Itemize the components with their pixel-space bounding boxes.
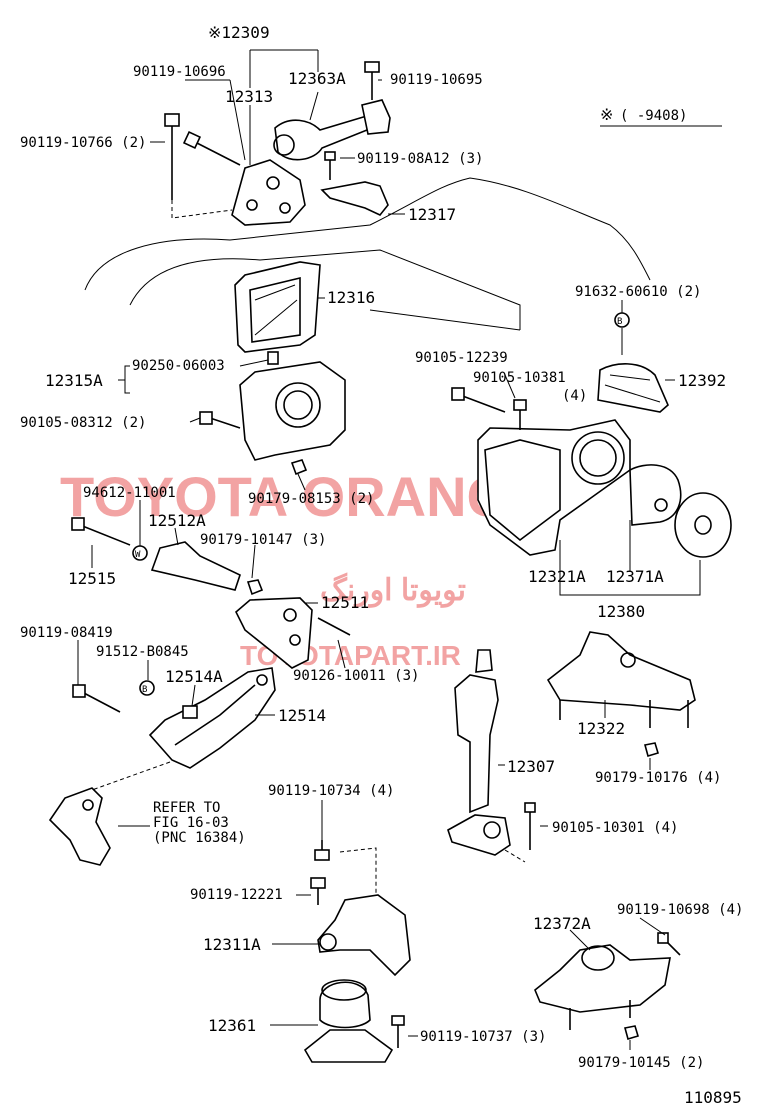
bolt-90105-08312 (209, 417, 241, 429)
label-90126-10011: 90126-10011 (3) (293, 668, 419, 684)
figure-number: 110895 (684, 1088, 742, 1107)
label-90105-10381: 90105-10381 (473, 370, 566, 386)
label-12361: 12361 (208, 1016, 256, 1035)
part-labels: ※12309 90119-10696 12363A 90119-10695 12… (20, 23, 743, 1071)
label-12514A: 12514A (165, 667, 223, 686)
label-12321A: 12321A (528, 567, 586, 586)
label-12380: 12380 (597, 602, 645, 621)
svg-text:W: W (135, 550, 141, 560)
label-12316: 12316 (327, 288, 375, 307)
nut-91512-B0845 (139, 680, 155, 696)
bracket-12512A (150, 541, 241, 591)
ref-line2: FIG 16-03 (153, 815, 229, 831)
label-12315A: 12315A (45, 371, 103, 390)
leader-lines (77, 49, 701, 1050)
bolt-90119-10696 (194, 141, 241, 166)
bracket-ref-fig-16-03 (48, 787, 111, 866)
label-12317: 12317 (408, 205, 456, 224)
label-90119-08419: 90119-08419 (20, 625, 113, 641)
mount-12361 (319, 981, 371, 1029)
label-12515: 12515 (68, 569, 116, 588)
bracket-12317 (320, 181, 389, 216)
watermark-brand: TOYOTA ORANG (60, 465, 510, 528)
label-12313: 12313 (225, 87, 273, 106)
label-90119-10766: 90119-10766 (2) (20, 135, 146, 151)
watermark-brand-farsi: تویوتا اورنگ (320, 572, 466, 608)
label-12322: 12322 (577, 719, 625, 738)
pin-90250-06003 (267, 351, 279, 365)
nut-90179-10147 (246, 579, 264, 596)
housing-12315A (239, 361, 346, 461)
nut-90179-10145 (624, 1025, 639, 1041)
note-symbol: ※ (600, 105, 613, 124)
bracket-12311A (317, 894, 411, 977)
mount-12322 (546, 631, 696, 711)
label-90119-12221: 90119-12221 (190, 887, 283, 903)
label-12392: 12392 (678, 371, 726, 390)
label-91512-B0845: 91512-B0845 (96, 644, 189, 660)
label-90179-10147: 90179-10147 (3) (200, 532, 326, 548)
label-12309: ※12309 (208, 23, 270, 42)
ref-line3: (PNC 16384) (153, 830, 246, 846)
label-90119-10737: 90119-10737 (3) (420, 1029, 546, 1045)
bolt-90105-12239 (459, 394, 506, 413)
label-90105-10381-qty: (4) (562, 388, 587, 404)
mount-12372A (534, 944, 671, 1013)
label-90179-08153: 90179-08153 (2) (248, 491, 374, 507)
nut-90179-10176 (644, 742, 659, 758)
washer-12380 (674, 492, 732, 558)
label-90105-08312: 90105-08312 (2) (20, 415, 146, 431)
bracket-12313 (231, 159, 306, 226)
mount-12307 (454, 674, 499, 814)
label-12371A: 12371A (606, 567, 664, 586)
cover-12392 (597, 363, 669, 413)
bolt-90119-08419 (81, 691, 121, 713)
label-90119-08A12: 90119-08A12 (3) (357, 151, 483, 167)
label-12311A: 12311A (203, 935, 261, 954)
label-90179-10176: 90179-10176 (4) (595, 770, 721, 786)
bolt-12515 (79, 524, 131, 546)
clip-12514A (182, 705, 198, 719)
label-90119-10734: 90119-10734 (4) (268, 783, 394, 799)
cushion-12371A (629, 464, 682, 526)
svg-text:B: B (142, 685, 147, 695)
label-12363A: 12363A (288, 69, 346, 88)
note-range: ( -9408) (620, 108, 687, 124)
label-94612-11001: 94612-11001 (83, 485, 176, 501)
label-90119-10696: 90119-10696 (133, 64, 226, 80)
svg-text:B: B (617, 317, 622, 327)
engine-outline (84, 177, 651, 291)
engine-outline-edge (369, 309, 521, 331)
label-12511: 12511 (321, 593, 369, 612)
label-90119-10698: 90119-10698 (4) (617, 902, 743, 918)
label-91632-60610: 91632-60610 (2) (575, 284, 701, 300)
ref-line1: REFER TO (153, 800, 220, 816)
housing-12321A (477, 419, 631, 556)
nut-90179-08153 (290, 459, 308, 476)
leader-dashed-top (171, 200, 233, 219)
label-90105-10301: 90105-10301 (4) (552, 820, 678, 836)
label-90179-10145: 90179-10145 (2) (578, 1055, 704, 1071)
frame-12316 (234, 261, 321, 353)
label-90250-06003: 90250-06003 (132, 358, 225, 374)
leader-dashed-12514 (91, 761, 171, 791)
bolt-90126-10011 (317, 617, 351, 636)
engine-outline-lower (129, 249, 521, 330)
label-12512A: 12512A (148, 511, 206, 530)
bracket-12511 (235, 597, 313, 669)
label-12307: 12307 (507, 757, 555, 776)
label-90105-12239: 90105-12239 (415, 350, 508, 366)
label-90119-10695: 90119-10695 (390, 72, 483, 88)
label-12372A: 12372A (533, 914, 591, 933)
label-12514: 12514 (278, 706, 326, 725)
